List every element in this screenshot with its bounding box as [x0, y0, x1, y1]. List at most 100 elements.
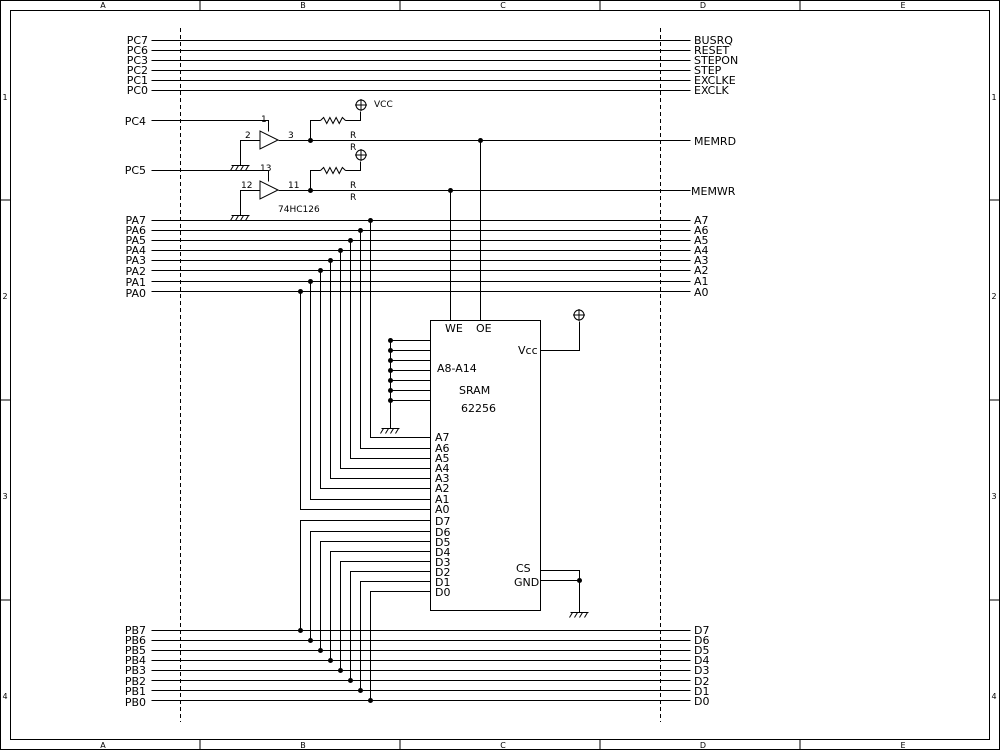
- stepon-label: STEPON: [694, 54, 738, 67]
- junction-dot-23: [388, 368, 393, 373]
- pc7-label: PC7: [127, 34, 148, 47]
- sram-pin-a3: A3: [435, 472, 450, 485]
- junction-dot-20: [388, 338, 393, 343]
- d1-label: D1: [694, 685, 709, 698]
- junction-dot-26: [388, 398, 393, 403]
- a0-label: A0: [694, 286, 709, 299]
- junction-dot-10: [308, 279, 313, 284]
- pc6-label: PC6: [127, 44, 148, 57]
- pb5-label: PB5: [125, 644, 146, 657]
- sram-pin-d6: D6: [435, 526, 450, 539]
- pa0-label: PA0: [126, 287, 146, 300]
- sram-vcc-pin: Vcc: [518, 344, 538, 357]
- address-branch-7: [300, 291, 431, 510]
- address-branch-5: [320, 270, 431, 489]
- junction-dot-17: [348, 678, 353, 683]
- ground-symbol-high-address: [380, 428, 400, 434]
- junction-dot-6: [348, 238, 353, 243]
- address-branch-3: [340, 250, 431, 469]
- col-label-e-bottom: E: [900, 741, 905, 750]
- junction-dot-19: [368, 698, 373, 703]
- col-label-b-bottom: B: [300, 741, 306, 750]
- d6-label: D6: [694, 634, 709, 647]
- col-label-a-bottom: A: [100, 741, 106, 750]
- resistor-upper: [320, 116, 346, 125]
- address-branch-1: [360, 230, 431, 449]
- pc4-label: PC4: [125, 115, 146, 128]
- sram-pin-d5: D5: [435, 536, 450, 549]
- pullup-upper-leg: [310, 120, 321, 141]
- sram-vcc-wire: [540, 321, 580, 351]
- pb7-label: PB7: [125, 624, 146, 637]
- junction-dot-0: [308, 138, 313, 143]
- pullup-lower-top: [345, 161, 361, 171]
- data-branch-6: [360, 581, 431, 691]
- data-branch-7: [370, 591, 431, 701]
- pc4-wire: [151, 120, 269, 132]
- sram-pin-d4: D4: [435, 546, 450, 559]
- buffer-upper-triangle: [259, 130, 280, 150]
- pc1-label: PC1: [127, 74, 148, 87]
- supply-symbol-lower: [355, 149, 367, 161]
- sram-oe-pin: OE: [476, 322, 492, 335]
- d2-label: D2: [694, 675, 709, 688]
- col-label-a-top: A: [100, 1, 106, 10]
- sram-pin-d2: D2: [435, 566, 450, 579]
- step-label: STEP: [694, 64, 722, 77]
- sram-part-number: 62256: [461, 402, 496, 415]
- a6-label: A6: [694, 224, 709, 237]
- sram-we-pin: WE: [445, 322, 463, 335]
- junction-dot-12: [298, 628, 303, 633]
- pa7-label: PA7: [126, 214, 146, 227]
- buffer-lower-pin-ctrl: 12: [241, 181, 252, 191]
- sram-gnd-pin: GND: [514, 576, 539, 589]
- sram-pin-a2: A2: [435, 482, 450, 495]
- d5-label: D5: [694, 644, 709, 657]
- a4-label: A4: [694, 244, 709, 257]
- memwr-label: MEMWR: [691, 185, 736, 198]
- pc5-label: PC5: [125, 164, 146, 177]
- buffer-upper-pin-out: 3: [288, 131, 294, 141]
- d3-label: D3: [694, 664, 709, 677]
- buffer-lower-pin-in: 13: [260, 164, 271, 174]
- sram-cs-pin: CS: [516, 562, 531, 575]
- pa2-label: PA2: [126, 265, 146, 278]
- sram-pin-labels: A7 A6 A5 A4 A3 A2 A1 A0 D7 D6 D5 D4 D3 D…: [435, 431, 450, 599]
- resistor-lower: [320, 166, 346, 175]
- address-branch-2: [350, 240, 431, 459]
- cs-wire: [540, 570, 580, 613]
- pullup-lower-leg: [310, 170, 321, 191]
- sram-pin-a0: A0: [435, 503, 450, 516]
- buffer-section: PC4 PC5 1 2 3 13 12 11 74HC126 VCC R R R…: [125, 99, 736, 215]
- junction-dot-2: [478, 138, 483, 143]
- junction-dot-18: [358, 688, 363, 693]
- junction-dot-24: [388, 378, 393, 383]
- row-label-3-left: 3: [2, 492, 7, 501]
- sram-pin-a4: A4: [435, 462, 450, 475]
- pc2-label: PC2: [127, 64, 148, 77]
- sram-name: SRAM: [459, 384, 490, 397]
- inner-frame: [10, 10, 990, 740]
- sram-pin-d0: D0: [435, 586, 450, 599]
- data-branch-5: [350, 571, 431, 681]
- sram-chip: WE OE Vcc A8-A14 SRAM 62256 CS GND: [430, 309, 585, 611]
- junction-dot-22: [388, 358, 393, 363]
- resistor-lower-label-b: R: [350, 193, 356, 203]
- row-label-4-left: 4: [2, 692, 7, 701]
- col-label-d-bottom: D: [700, 741, 706, 750]
- sram-pin-a7: A7: [435, 431, 450, 444]
- row-label-2-left: 2: [2, 292, 7, 301]
- junction-dot-11: [298, 289, 303, 294]
- junction-dot-14: [318, 648, 323, 653]
- sram-high-address-pins: A8-A14: [437, 362, 477, 375]
- pb3-label: PB3: [125, 664, 146, 677]
- sram-pin-a5: A5: [435, 452, 450, 465]
- exclk-label: EXCLK: [694, 84, 729, 97]
- junction-dot-1: [308, 188, 313, 193]
- wires: [151, 40, 691, 701]
- buffer-upper-pin-ctrl: 2: [245, 131, 251, 141]
- col-label-e-top: E: [900, 1, 905, 10]
- junction-dot-5: [358, 228, 363, 233]
